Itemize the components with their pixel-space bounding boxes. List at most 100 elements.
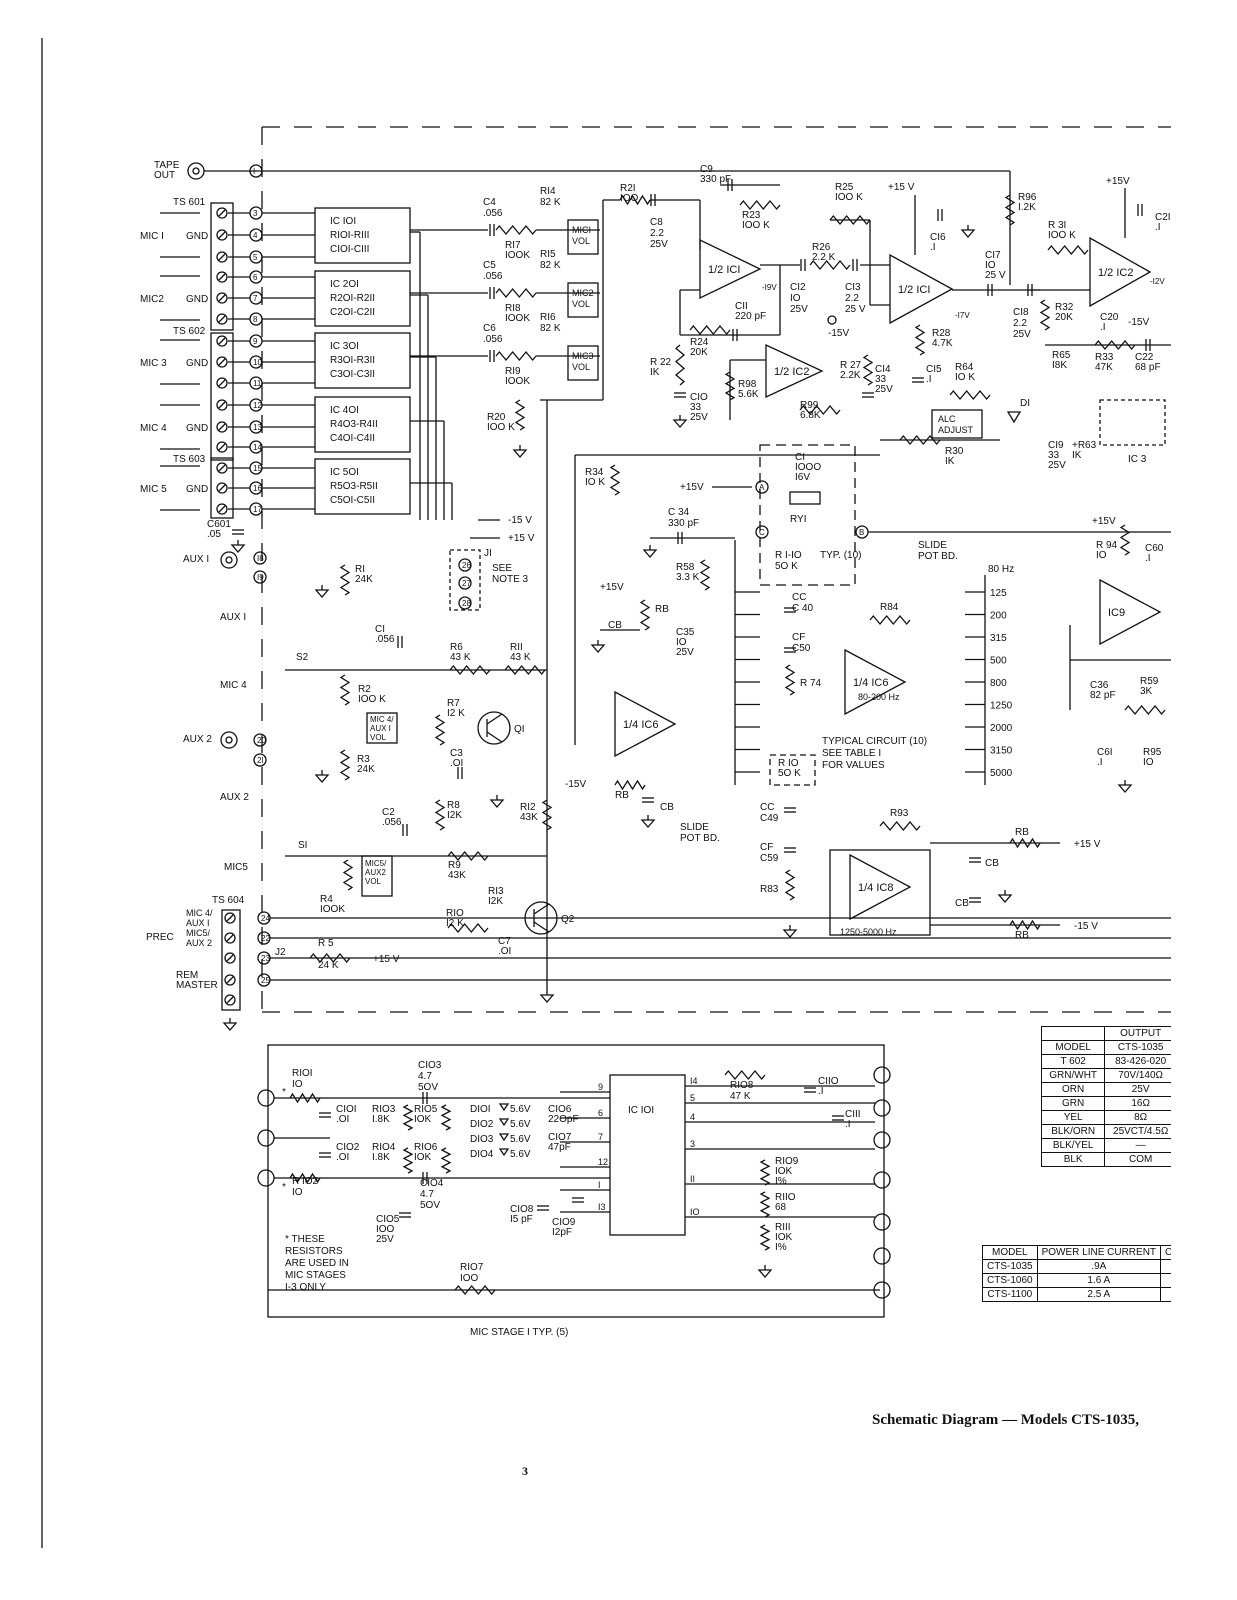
zener-rating-label: 5.6V [510, 1119, 531, 1130]
jack [187, 162, 205, 180]
c13-label: 2.2 [845, 293, 859, 304]
r95-label: R95 [1143, 747, 1162, 758]
vol-pot [495, 224, 537, 236]
stage-terminal [873, 1213, 891, 1231]
alc-label: ADJUST [938, 425, 974, 435]
c14-label: 33 [875, 374, 887, 385]
plus15-label: +15 V [373, 954, 400, 965]
coupling-cap-label: C6 [483, 323, 496, 334]
c61-label: .I [1097, 757, 1103, 768]
diagram-caption: Schematic Diagram — Models CTS-1035, [872, 1412, 1140, 1428]
ts601-label: TS 601 [173, 197, 206, 208]
screw-terminal [216, 271, 228, 283]
r11 [504, 664, 546, 676]
c9-label: C9 [700, 164, 713, 175]
ic-pin-number: II [690, 1174, 695, 1184]
c106-label: CIO6 [548, 1104, 572, 1115]
ic-pin-number: 5 [690, 1093, 695, 1103]
c16-label: .I [930, 242, 936, 253]
c21-label: .I [1155, 222, 1161, 233]
terminal-3-number: 3 [253, 209, 258, 218]
screw-terminal [216, 229, 228, 241]
terminal-number: 28 [462, 599, 471, 608]
stage-terminal [257, 1129, 275, 1147]
mic-vol-box-1 [567, 219, 599, 255]
terminal-14-number: 14 [253, 443, 262, 452]
c35-label: C35 [676, 627, 695, 638]
rb-1 [639, 599, 651, 631]
r9-label: 43K [448, 870, 466, 881]
ts601-strip [210, 202, 234, 331]
mic-stage-ic [609, 1074, 686, 1236]
mic-input-label: MIC I [140, 231, 164, 242]
rb-label: RB [655, 604, 669, 615]
terminal-8 [249, 312, 263, 326]
alc-label: ALC [938, 414, 956, 424]
r10 [447, 922, 489, 934]
r59-label: R59 [1140, 676, 1159, 687]
r109 [759, 1159, 771, 1186]
r33 [1094, 339, 1136, 351]
zener-rating-label: 5.6V [510, 1134, 531, 1145]
r74 [784, 664, 796, 696]
r3 [339, 749, 351, 781]
r94 [1119, 524, 1131, 556]
screw-terminal [224, 994, 236, 1006]
freq-80-label: 80 Hz [988, 564, 1014, 575]
r22-label: IK [650, 367, 660, 378]
terminal-a-number: A [759, 483, 765, 492]
terminal-15 [249, 461, 263, 475]
preamp-ic-block-2 [314, 270, 411, 327]
jack [225, 736, 233, 744]
d1-label: DI [1020, 398, 1030, 409]
r7 [434, 714, 446, 746]
ic-pin-number: I [598, 1180, 601, 1190]
c108-label: CIO8 [510, 1204, 534, 1215]
freq-label: 1250 [990, 701, 1013, 712]
coupling-cap-label: .056 [483, 271, 503, 282]
terminal-10 [249, 355, 263, 369]
freq-label: 125 [990, 588, 1007, 599]
c12-label: CI2 [790, 282, 806, 293]
r104-label: RIO4 [372, 1142, 396, 1153]
coupling-cap-label: C4 [483, 197, 496, 208]
see-note-label: SEE [492, 563, 512, 574]
screw-terminal [226, 954, 234, 962]
ground-symbol [960, 225, 976, 238]
cb-label: CB [985, 858, 999, 869]
r34 [609, 464, 621, 496]
asterisk: * [282, 1182, 286, 1193]
preamp-ic-label: IC IOI [330, 216, 356, 227]
r30-label: IK [945, 456, 955, 467]
r8-label: I2K [447, 810, 462, 821]
mic5-vol-label: VOL [365, 877, 382, 886]
op-ic2a [1089, 236, 1152, 308]
r111-label: IOK [775, 1232, 793, 1243]
r83-label: R83 [760, 884, 779, 895]
r34-label: IO K [585, 477, 605, 488]
typical-circuit-note: TYPICAL CIRCUIT (10) [822, 736, 927, 747]
screw-terminal [216, 441, 228, 453]
output-table-row: BLK/YEL— [1040, 1138, 1177, 1153]
cc40-label: CC [792, 592, 806, 603]
c61-label: C6I [1097, 747, 1113, 758]
mic-vol-label: MIC2 [572, 288, 594, 298]
coupling-cap-label: .056 [483, 208, 503, 219]
r108-label: RIO8 [730, 1080, 754, 1091]
c18-label: 25V [1013, 329, 1031, 340]
r63-label: IK [1072, 450, 1082, 461]
c17-label: IO [985, 260, 996, 271]
r22-label: R 22 [650, 357, 672, 368]
ic8-range-label: 1250-5000 Hz [840, 927, 897, 937]
c13-label: 25 V [845, 304, 866, 315]
ground-symbol [489, 795, 505, 808]
slide-pot-label-top: SLIDE [918, 540, 947, 551]
freq-label: 3150 [990, 746, 1013, 757]
terminal-16 [249, 481, 263, 495]
r74-label: R 74 [800, 678, 822, 689]
r5 [309, 952, 351, 964]
zener-rating-label: 5.6V [510, 1149, 531, 1160]
c22-label: C22 [1135, 352, 1154, 363]
screw-terminal [218, 358, 226, 366]
